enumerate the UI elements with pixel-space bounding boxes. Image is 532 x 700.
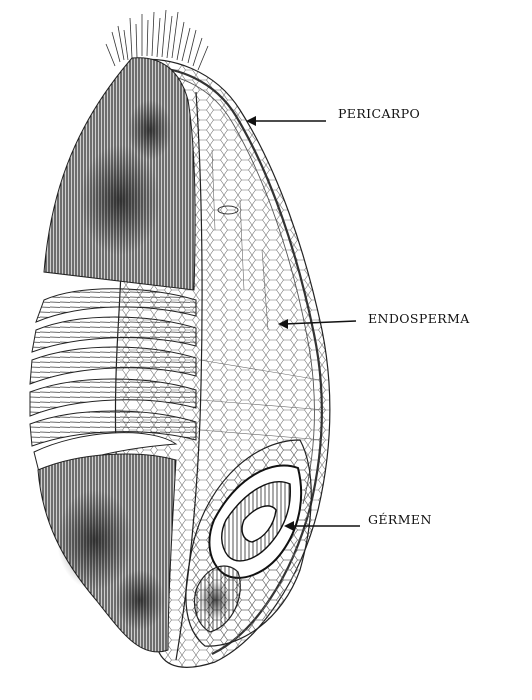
pericarp-label: PERICARPO: [338, 106, 420, 121]
germ-label: GÉRMEN: [368, 512, 432, 527]
pericarp-annotation: PERICARPO: [246, 106, 420, 126]
endosperm-label: ENDOSPERMA: [368, 311, 470, 326]
